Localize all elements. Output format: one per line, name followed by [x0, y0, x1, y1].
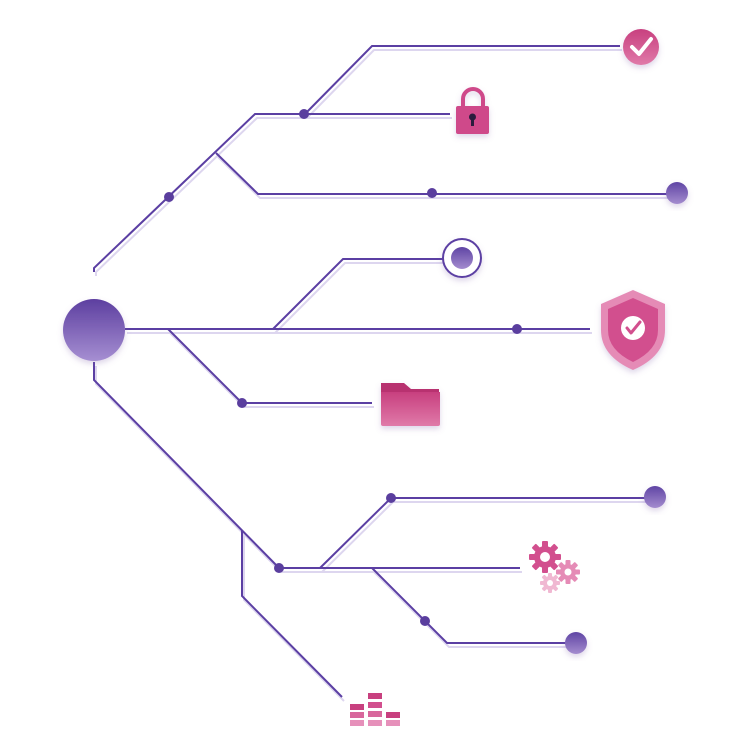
branch-ring: [272, 258, 445, 330]
gears-icon: [529, 541, 580, 593]
end-node: [644, 486, 666, 508]
junction-dot: [427, 188, 437, 198]
junction-dots: [164, 109, 522, 626]
junction-dot: [237, 398, 247, 408]
junction-dot: [164, 192, 174, 202]
folder-icon: [381, 383, 440, 426]
branch-lower-upper: [319, 497, 645, 569]
branch-folder: [167, 328, 372, 404]
branch-blocks: [241, 530, 343, 698]
junction-dot: [512, 324, 522, 334]
end-node: [565, 632, 587, 654]
branch-check: [304, 45, 620, 115]
branch-top: [93, 113, 450, 272]
junction-dot: [274, 563, 284, 573]
bar-blocks-icon: [350, 693, 400, 726]
branch-upper-right: [215, 152, 670, 195]
padlock-icon: [456, 87, 489, 134]
check-circle-icon: [623, 29, 659, 65]
hub-node: [63, 299, 125, 361]
shield-check-icon: [601, 290, 665, 370]
junction-dot: [386, 493, 396, 503]
junction-dot: [420, 616, 430, 626]
end-node: [666, 182, 688, 204]
junction-dot: [299, 109, 309, 119]
branch-lower-lower: [371, 567, 568, 644]
branch-bottom: [93, 362, 520, 569]
ring-target-icon: [442, 238, 482, 278]
branch-lines: [93, 45, 670, 698]
branch-lines-shadow: [95, 49, 672, 702]
